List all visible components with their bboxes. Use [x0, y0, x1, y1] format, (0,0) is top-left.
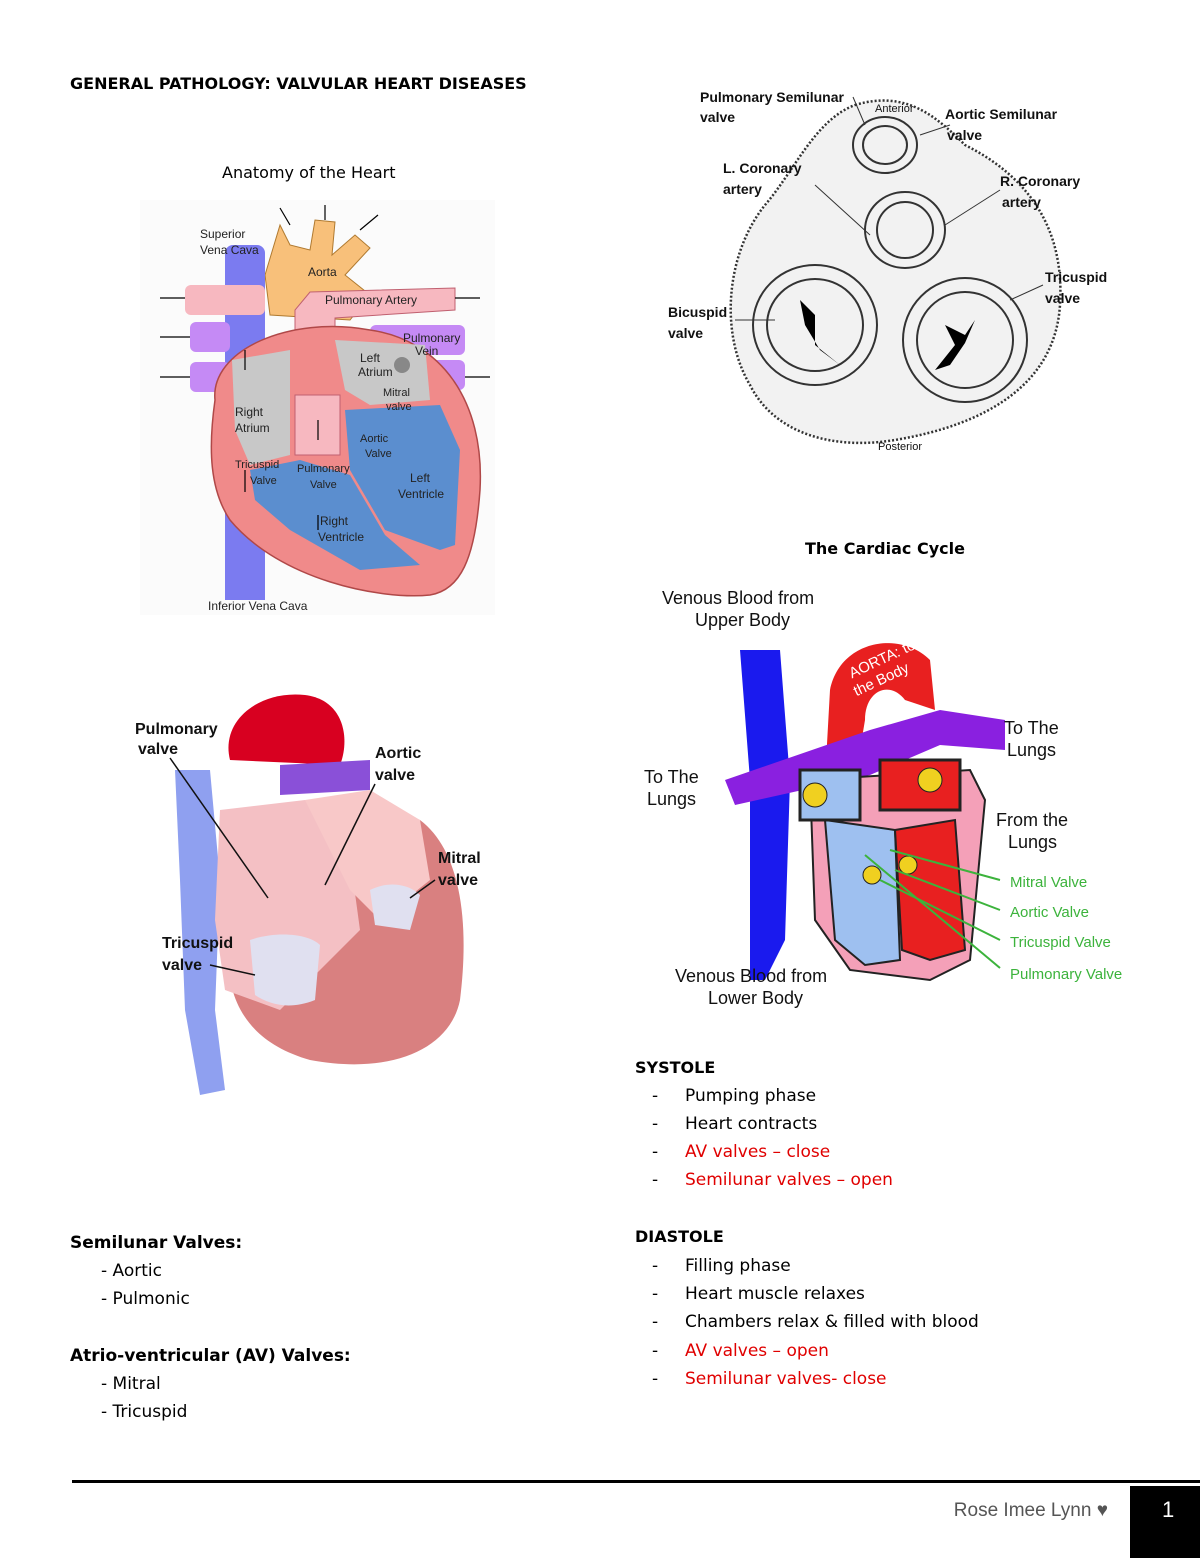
diastole-item: Semilunar valves- close — [685, 1369, 887, 1389]
cardiac-cycle-diagram: Venous Blood from Upper Body AORTA: to t… — [640, 580, 1160, 1020]
label-superior: Superior — [200, 227, 245, 241]
label-pulmonary-valve-1: Pulmonary — [135, 721, 218, 738]
label-anterior: Anterior — [875, 103, 914, 115]
label-tricuspid-valve-2: valve — [162, 957, 202, 974]
label-tricuspid: Tricuspid — [235, 459, 279, 471]
label-tricuspid-valve: Tricuspid Valve — [1010, 934, 1111, 951]
label-venous-lower-2: Lower Body — [708, 988, 803, 1008]
label-vena-cava: Vena Cava — [200, 243, 259, 257]
label-aortic-valve-2: valve — [375, 767, 415, 784]
label-pulmonary-vein-1: Pulmonary — [403, 331, 460, 345]
list-dash: - — [652, 1170, 659, 1190]
label-pulmonary-valve: Pulmonary Valve — [1010, 966, 1122, 983]
systole-item: AV valves – close — [685, 1142, 831, 1162]
list-dash: - — [652, 1114, 659, 1134]
label-r-coronary-2: artery — [1002, 194, 1041, 210]
label-mitral-valve: valve — [386, 401, 412, 413]
footer-author: Rose Imee Lynn ♥ — [953, 1500, 1108, 1521]
label-mitral: Mitral — [383, 387, 410, 399]
list-dash: - — [652, 1341, 659, 1361]
label-mitral-valve-1: Mitral — [438, 850, 481, 867]
diastole-item: Heart muscle relaxes — [685, 1284, 865, 1304]
label-left-atrium-2: Atrium — [358, 365, 393, 379]
av-item: - Mitral — [101, 1374, 161, 1394]
label-pulm-semilunar-2: valve — [700, 109, 735, 125]
label-tricuspid-2: valve — [1045, 290, 1080, 306]
label-pulmonary-artery: Pulmonary Artery — [325, 293, 417, 307]
semilunar-item: - Pulmonic — [101, 1289, 190, 1309]
label-l-coronary-2: artery — [723, 181, 762, 197]
diastole-item: Chambers relax & filled with blood — [685, 1312, 979, 1332]
systole-item: Heart contracts — [685, 1114, 818, 1134]
anatomy-heart-diagram: Superior Vena Cava Aorta Pulmonary Arter… — [140, 200, 495, 615]
heart-valves-diagram: Pulmonary valve Aortic valve Mitral valv… — [135, 694, 481, 1095]
label-mitral-valve: Mitral Valve — [1010, 874, 1087, 891]
diastole-item: AV valves – open — [685, 1341, 829, 1361]
label-pulmonary: Pulmonary — [297, 463, 350, 475]
label-inferior-vena-cava: Inferior Vena Cava — [208, 599, 308, 613]
label-aortic-semilunar-2: valve — [947, 127, 982, 143]
label-to-lungs-left-1: To The — [644, 767, 699, 787]
label-tricuspid-1: Tricuspid — [1045, 269, 1107, 285]
list-dash: - — [652, 1256, 659, 1276]
systole-item: Pumping phase — [685, 1086, 817, 1106]
page-number: 1 — [1162, 1497, 1175, 1522]
label-pulmonary-vein-2: Vein — [415, 344, 438, 358]
label-from-lungs-2: Lungs — [1008, 832, 1057, 852]
label-to-lungs-right-1: To The — [1004, 718, 1059, 738]
systole-item: Semilunar valves – open — [685, 1170, 893, 1190]
label-from-lungs-1: From the — [996, 810, 1068, 830]
label-tricuspid-valve-1: Tricuspid — [162, 935, 233, 952]
label-mitral-valve-2: valve — [438, 872, 478, 889]
list-dash: - — [652, 1312, 659, 1332]
label-right-ventricle-1: Right — [320, 514, 349, 528]
label-bicuspid-2: valve — [668, 325, 703, 341]
diastole-heading: DIASTOLE — [635, 1227, 724, 1246]
label-pulmonary-valve: Valve — [310, 479, 337, 491]
label-left-atrium-1: Left — [360, 351, 381, 365]
label-aortic-valve-1: Aortic — [375, 745, 421, 762]
label-to-lungs-right-2: Lungs — [1007, 740, 1056, 760]
label-venous-upper-2: Upper Body — [695, 610, 790, 630]
label-venous-lower-1: Venous Blood from — [675, 966, 827, 986]
label-left-ventricle-2: Ventricle — [398, 487, 444, 501]
semilunar-heading: Semilunar Valves: — [70, 1233, 243, 1253]
footer-rule — [72, 1480, 1200, 1483]
label-aortic-semilunar-1: Aortic Semilunar — [945, 106, 1058, 122]
document-title: GENERAL PATHOLOGY: VALVULAR HEART DISEAS… — [70, 74, 527, 93]
list-dash: - — [652, 1284, 659, 1304]
label-pulmonary-valve-2: valve — [138, 741, 178, 758]
list-dash: - — [652, 1369, 659, 1389]
label-tricuspid-valve: Valve — [250, 475, 277, 487]
label-aorta: Aorta — [308, 265, 337, 279]
page-number-box — [1130, 1486, 1200, 1558]
label-posterior: Posterior — [878, 441, 922, 453]
list-dash: - — [652, 1142, 659, 1162]
label-aortic-valve: Valve — [365, 448, 392, 460]
label-venous-upper-1: Venous Blood from — [662, 588, 814, 608]
av-heading: Atrio-ventricular (AV) Valves: — [70, 1346, 351, 1366]
label-bicuspid-1: Bicuspid — [668, 304, 727, 320]
list-dash: - — [652, 1086, 659, 1106]
label-l-coronary-1: L. Coronary — [723, 160, 802, 176]
label-r-coronary-1: R. Coronary — [1000, 173, 1080, 189]
label-right-atrium-1: Right — [235, 405, 264, 419]
label-right-atrium-2: Atrium — [235, 421, 270, 435]
av-item: - Tricuspid — [101, 1402, 188, 1422]
label-left-ventricle-1: Left — [410, 471, 431, 485]
label-aortic: Aortic — [360, 433, 389, 445]
anatomy-caption: Anatomy of the Heart — [222, 163, 396, 182]
systole-heading: SYSTOLE — [635, 1058, 716, 1077]
diastole-item: Filling phase — [685, 1256, 791, 1276]
cardiac-cycle-caption: The Cardiac Cycle — [805, 539, 965, 558]
label-to-lungs-left-2: Lungs — [647, 789, 696, 809]
label-right-ventricle-2: Ventricle — [318, 530, 364, 544]
valve-cross-section-diagram: Pulmonary Semilunar valve Anterior Aorti… — [668, 89, 1107, 453]
label-aortic-valve: Aortic Valve — [1010, 904, 1089, 921]
label-pulm-semilunar-1: Pulmonary Semilunar — [700, 89, 844, 105]
semilunar-item: - Aortic — [101, 1261, 162, 1281]
